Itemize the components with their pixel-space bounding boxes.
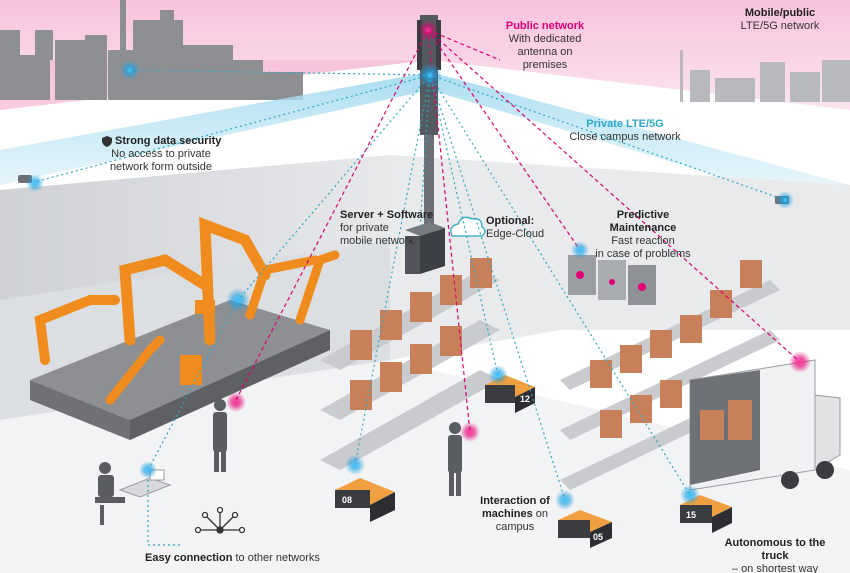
label-truck: Autonomous to the truck – on shortest wa… — [710, 537, 840, 573]
private-network-beam — [0, 72, 850, 215]
network-hub-icon — [194, 506, 246, 534]
label-easy-connection: Easy connection to other networks — [145, 552, 345, 565]
shelving-center — [320, 258, 500, 470]
network-nodes — [26, 20, 811, 510]
robot-arm-icon — [34, 216, 340, 405]
truck-icon — [689, 359, 841, 491]
security-line1: No access to private — [111, 148, 211, 160]
label-security: Strong data security No access to privat… — [102, 135, 242, 174]
label-private-lte: Private LTE/5G Close campus network — [555, 118, 695, 144]
easy-connection-bold: Easy connection — [145, 552, 233, 564]
security-line2: network form outside — [109, 161, 213, 173]
label-public-network: Public network With dedicated antenna on… — [485, 20, 605, 72]
interaction-line2-rest: on — [532, 508, 549, 520]
vehicle-number: 05 — [593, 532, 603, 542]
mobile-public-subtitle: LTE/5G network — [740, 20, 820, 32]
private-lte-title: Private LTE/5G — [586, 118, 664, 130]
city-silhouette-left — [0, 0, 303, 100]
public-network-title: Public network — [505, 20, 585, 32]
edge-cloud-title: Optional: — [486, 215, 535, 227]
predictive-line2: in case of problems — [595, 248, 691, 260]
server-line2: mobile network — [340, 235, 414, 247]
label-server: Server + Software for private mobile net… — [340, 209, 450, 248]
cloud-icon — [450, 216, 486, 237]
private-lte-subtitle: Close campus network — [569, 131, 681, 143]
shield-icon — [102, 136, 112, 147]
interaction-line3: campus — [495, 521, 535, 533]
public-network-line1: With dedicated — [508, 33, 582, 45]
label-mobile-public: Mobile/public LTE/5G network — [725, 7, 835, 33]
interaction-line2: machines — [481, 508, 533, 520]
interaction-line1: Interaction of — [480, 495, 550, 507]
public-connections — [235, 29, 801, 433]
server-line1: for private — [340, 222, 389, 234]
vehicle-number: 12 — [520, 394, 530, 404]
truck-subtitle: – on shortest way — [731, 563, 819, 573]
easy-connection-rest: to other networks — [232, 552, 320, 564]
predictive-line1: Fast reaction — [611, 235, 675, 247]
public-network-line3: premises — [522, 59, 568, 71]
city-silhouette-right — [680, 50, 850, 102]
mobile-public-title: Mobile/public — [744, 7, 816, 19]
truck-title: Autonomous to the truck — [724, 537, 826, 562]
server-title: Server + Software — [340, 209, 434, 221]
security-title: Strong data security — [115, 135, 222, 147]
predictive-title: Predictive Maintenance — [609, 209, 677, 234]
maintenance-machines — [568, 255, 656, 305]
production-line — [30, 300, 330, 440]
vehicle-number: 08 — [342, 495, 352, 505]
edge-cloud-subtitle: Edge-Cloud — [486, 228, 545, 240]
people — [95, 399, 462, 525]
label-interaction: Interaction of machines on campus — [470, 495, 560, 534]
label-predictive: Predictive Maintenance Fast reaction in … — [583, 209, 703, 261]
vehicle-number: 15 — [686, 510, 696, 520]
private-connections — [34, 69, 786, 546]
public-network-line2: antenna on — [517, 46, 573, 58]
server-rack-icon — [405, 222, 445, 274]
label-edge-cloud: Optional: Edge-Cloud — [486, 215, 556, 241]
